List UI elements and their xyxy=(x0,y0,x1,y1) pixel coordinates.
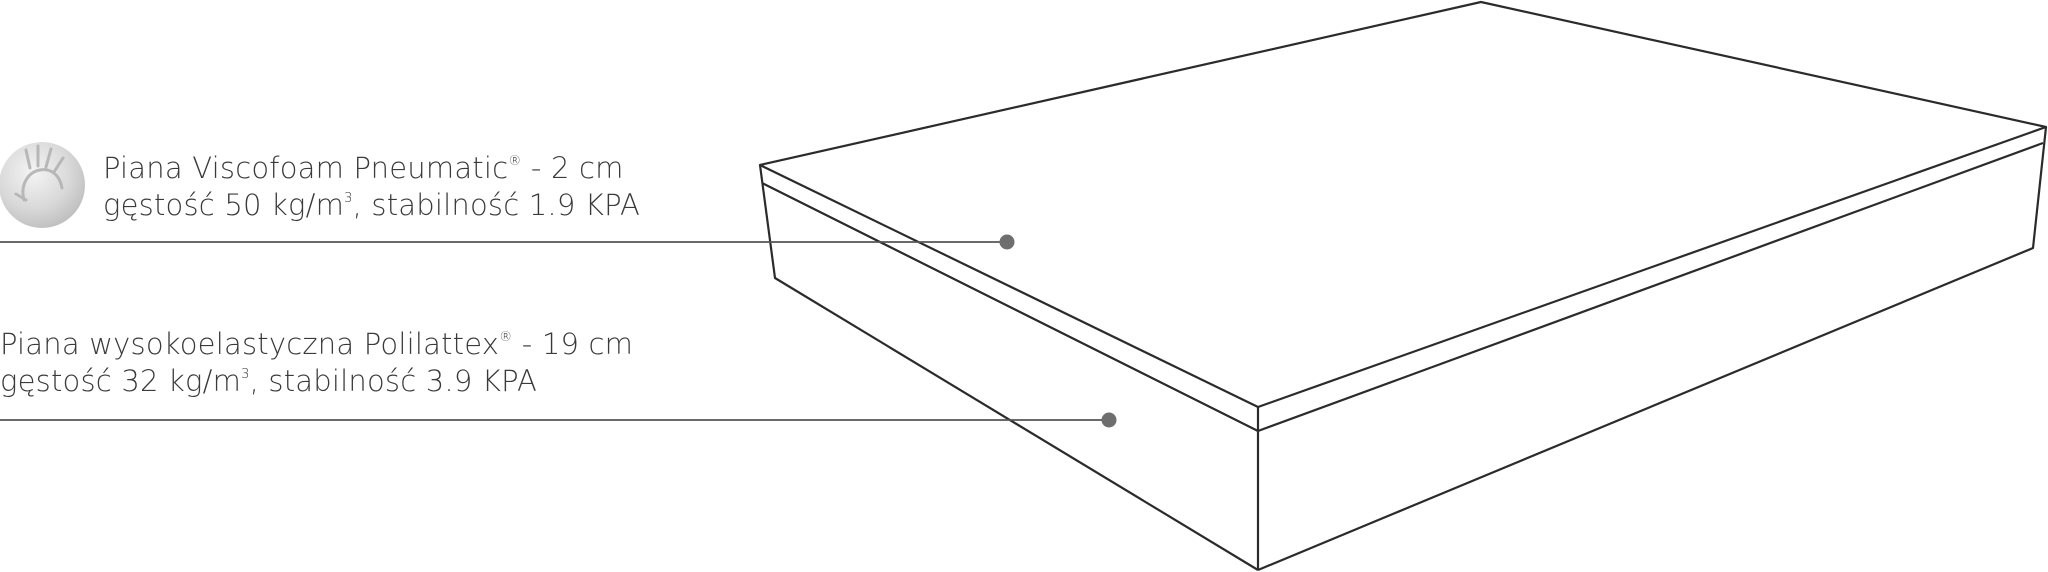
layer-density: gęstość 50 kg/m xyxy=(103,188,345,222)
layer-name-row: Piana Viscofoam Pneumatic® - 2 cm xyxy=(103,150,640,187)
layer-spec-row: gęstość 32 kg/m3, stabilność 3.9 KPA xyxy=(0,363,633,400)
layer-stability: , stabilność 1.9 KPA xyxy=(352,188,640,222)
leader-top xyxy=(0,234,1015,250)
marker-dot-bottom xyxy=(1101,412,1117,428)
mattress-left-side xyxy=(758,164,1259,571)
layer-thickness: - 19 cm xyxy=(512,327,634,361)
mattress-layer-divider xyxy=(761,141,2044,433)
mattress-right-side xyxy=(1257,126,2048,572)
layer-density: gęstość 32 kg/m xyxy=(0,364,242,398)
registered-mark: ® xyxy=(508,154,522,170)
layer-thickness: - 2 cm xyxy=(521,151,624,185)
mattress-top-face xyxy=(758,0,2048,409)
registered-mark: ® xyxy=(499,330,513,346)
layer-label-polilattex: Piana wysokoelastyczna Polilattex® - 19 … xyxy=(0,326,633,400)
layer-name-row: Piana wysokoelastyczna Polilattex® - 19 … xyxy=(0,326,633,363)
layer-spec-row: gęstość 50 kg/m3, stabilność 1.9 KPA xyxy=(103,187,640,224)
density-exponent: 3 xyxy=(344,191,353,207)
mattress-outline xyxy=(758,0,2048,572)
handprint-foam-icon xyxy=(0,142,85,228)
layer-stability: , stabilność 3.9 KPA xyxy=(249,364,537,398)
density-exponent: 3 xyxy=(241,367,250,383)
layer-label-viscofoam: Piana Viscofoam Pneumatic® - 2 cm gęstoś… xyxy=(103,150,640,224)
layer-name: Piana wysokoelastyczna Polilattex xyxy=(0,327,500,361)
layer-name: Piana Viscofoam Pneumatic xyxy=(103,151,509,185)
marker-dot-top xyxy=(999,234,1015,250)
leader-bottom xyxy=(0,412,1117,428)
